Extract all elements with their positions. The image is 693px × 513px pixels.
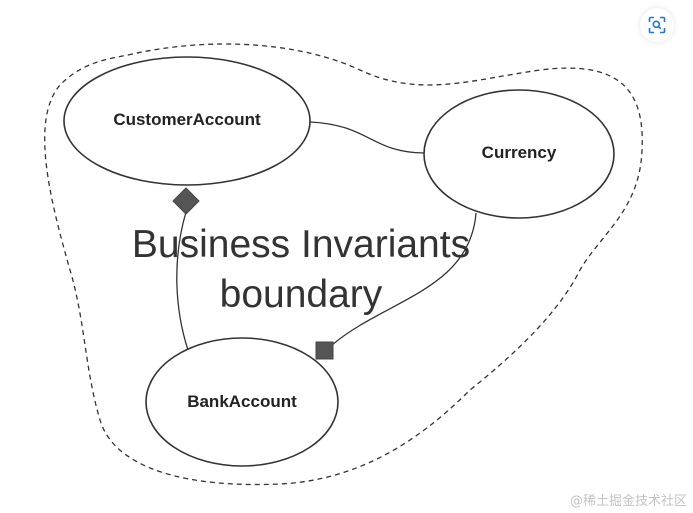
boundary-outline	[44, 43, 643, 486]
connector-customer-bank	[176, 211, 189, 351]
square-marker	[315, 341, 334, 360]
boundary-title-line1: Business Invariants	[132, 223, 470, 266]
connector-currency-bank	[331, 212, 477, 346]
node-customer-account-label: CustomerAccount	[113, 110, 261, 129]
node-currency[interactable]: Currency	[423, 89, 615, 219]
node-currency-label: Currency	[482, 143, 557, 162]
node-bank-account-label: BankAccount	[187, 392, 297, 411]
image-scan-button[interactable]	[640, 8, 674, 42]
watermark: @稀土掘金技术社区	[569, 494, 687, 509]
image-scan-icon	[648, 16, 666, 34]
node-bank-account[interactable]: BankAccount	[145, 337, 339, 467]
aggregation-diamond-marker	[172, 187, 200, 215]
node-customer-account[interactable]: CustomerAccount	[63, 56, 311, 186]
connector-customer-currency	[309, 121, 425, 154]
boundary-title-line2: boundary	[220, 273, 383, 316]
